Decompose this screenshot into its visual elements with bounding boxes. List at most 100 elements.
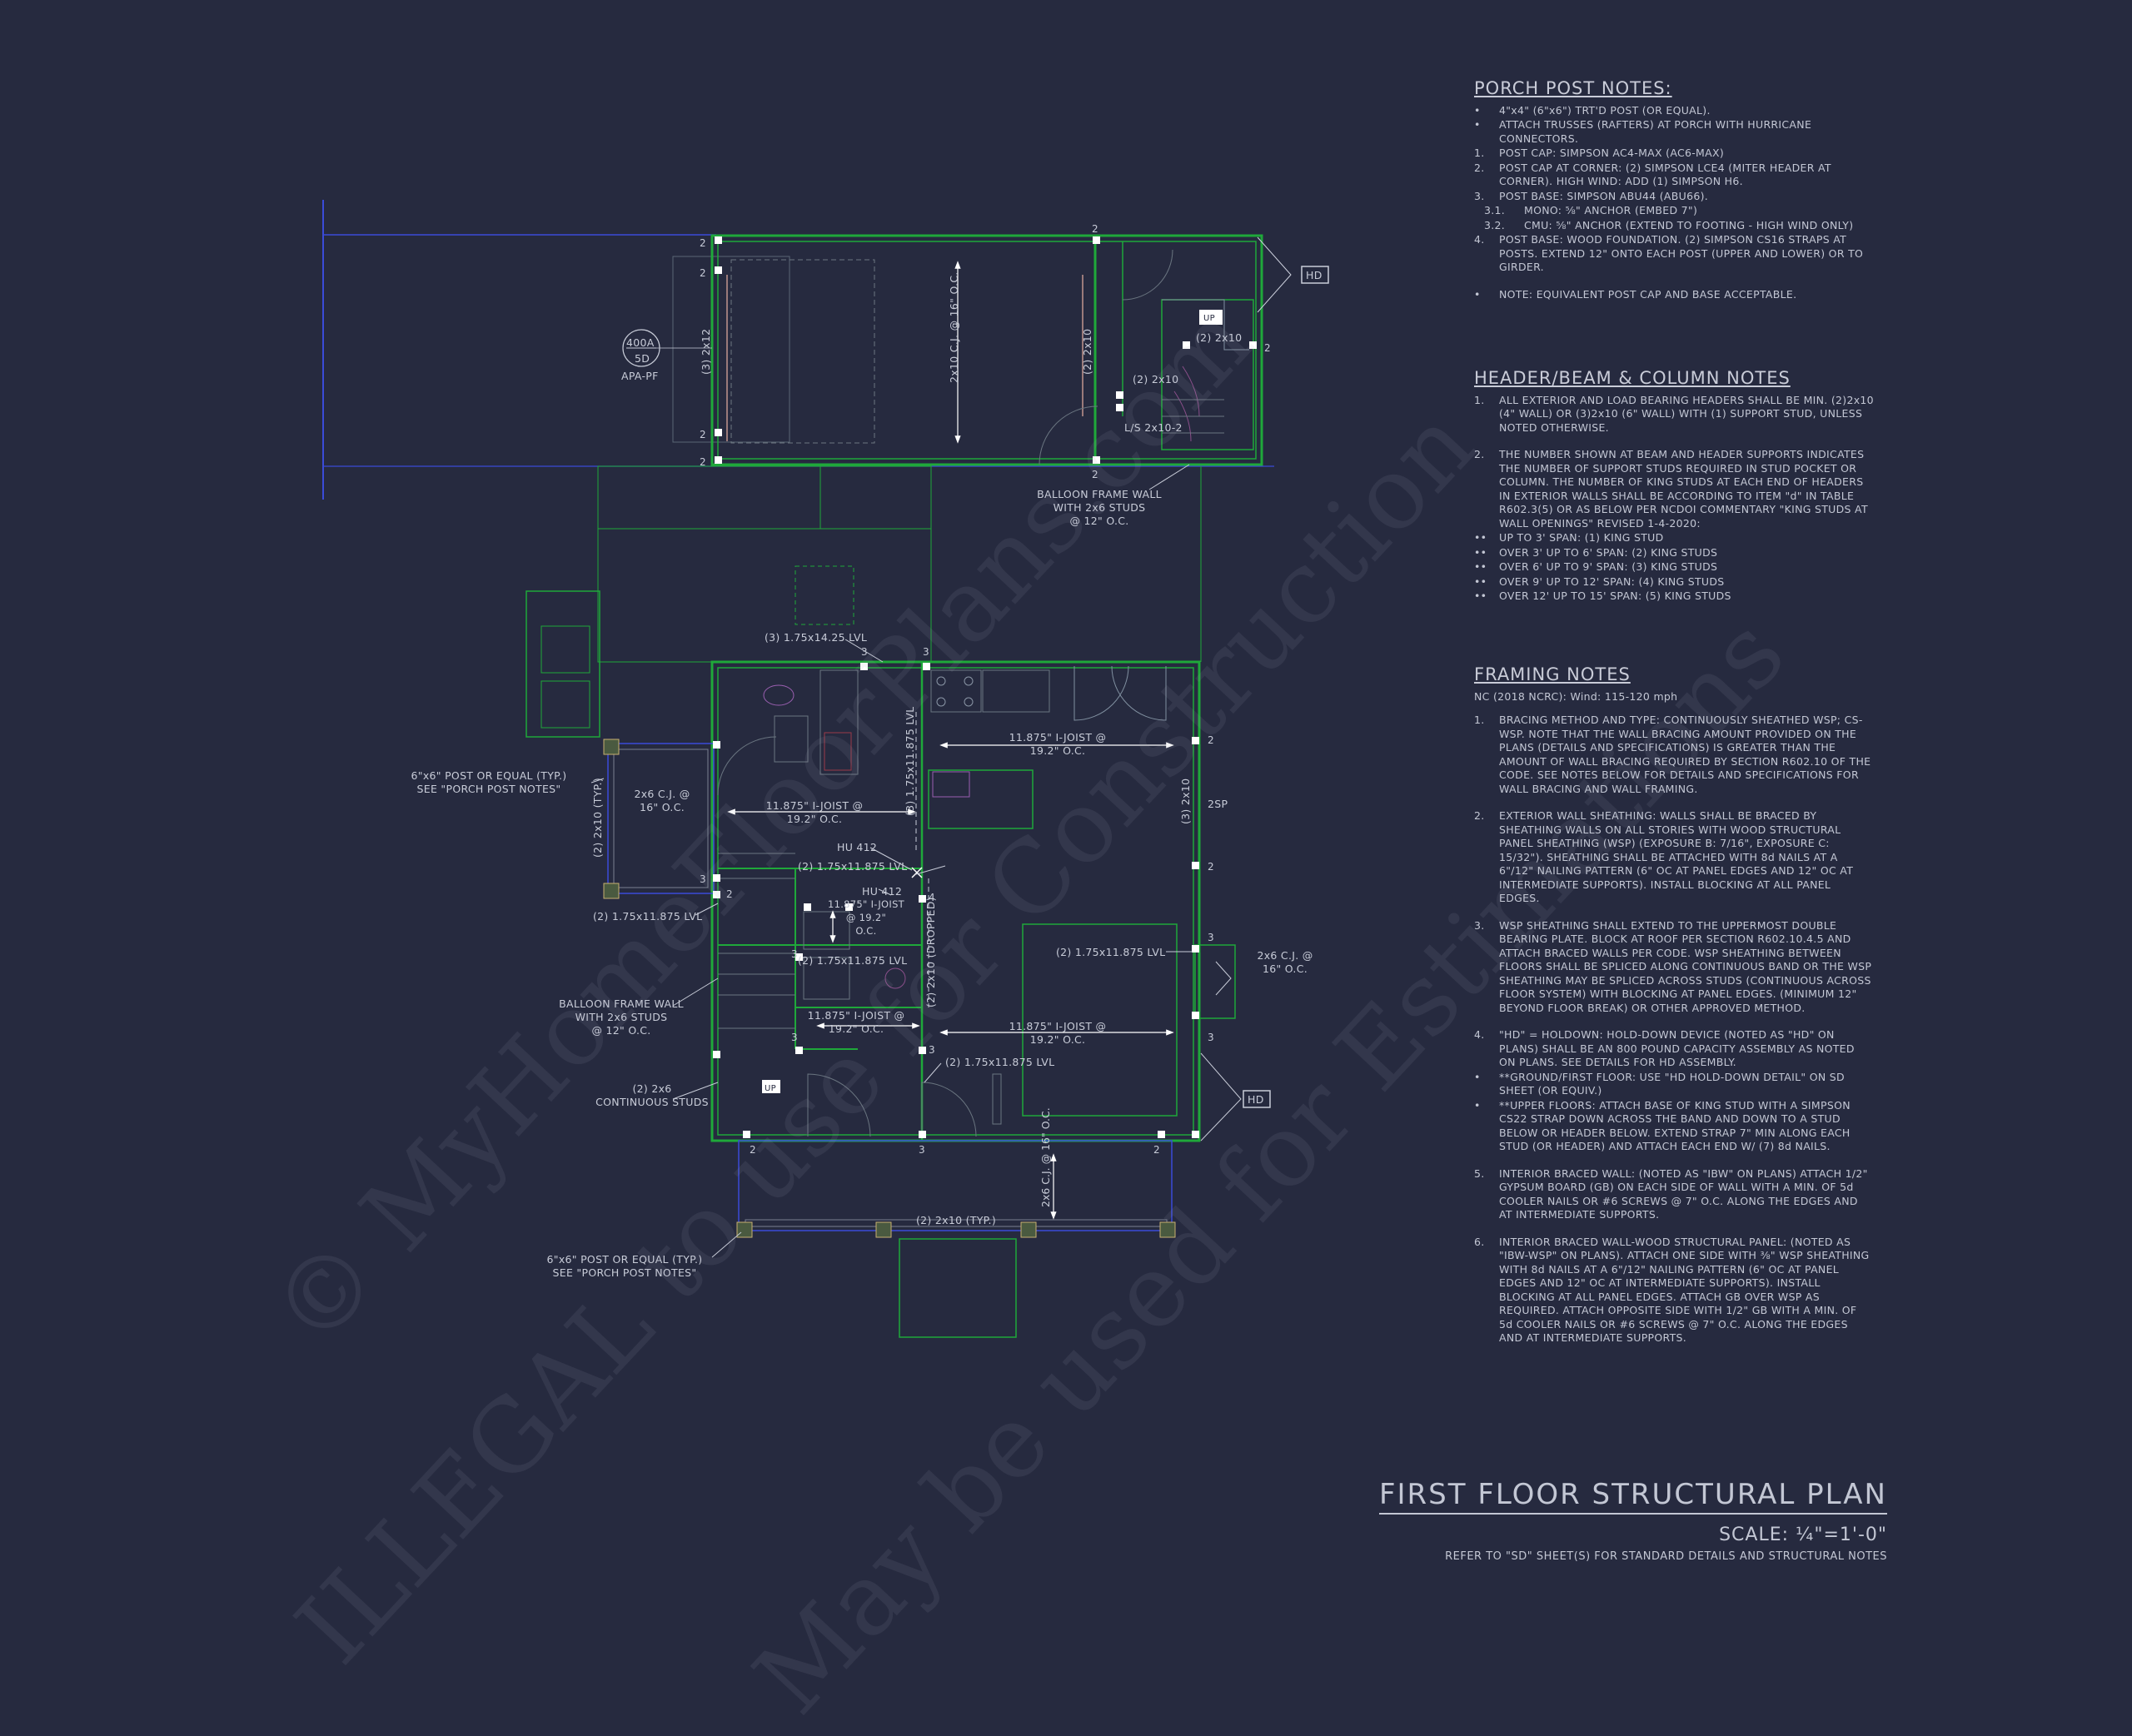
label-apa-top: 400A bbox=[626, 336, 655, 349]
note-marker: 3. bbox=[1474, 918, 1485, 932]
note-marker: 2. bbox=[1474, 448, 1485, 460]
svg-text:2: 2 bbox=[700, 429, 706, 440]
porch-post-notes-title: PORCH POST NOTES: bbox=[1474, 78, 1672, 98]
note-text: INTERIOR BRACED WALL-WOOD STRUCTURAL PAN… bbox=[1499, 1235, 1870, 1345]
note-item: 1.ALL EXTERIOR AND LOAD BEARING HEADERS … bbox=[1474, 394, 1874, 435]
title-block: FIRST FLOOR STRUCTURAL PLAN SCALE: ¼"=1'… bbox=[1378, 1478, 1887, 1563]
hd-tag-bottom: HD bbox=[1248, 1093, 1264, 1106]
note-marker: •• bbox=[1474, 575, 1487, 588]
note-item: • **GROUND/FIRST FLOOR: USE "HD HOLD-DOWN… bbox=[1474, 1071, 1874, 1098]
sheet-reference: REFER TO "SD" SHEET(S) FOR STANDARD DETA… bbox=[1445, 1550, 1887, 1563]
note-item: 1.POST CAP: SIMPSON AC4-MAX (AC6-MAX) bbox=[1474, 147, 1874, 161]
note-item: 6. INTERIOR BRACED WALL-WOOD STRUCTURAL P… bbox=[1474, 1236, 1874, 1346]
note-text: BRACING METHOD AND TYPE: CONTINUOUSLY SH… bbox=[1499, 714, 1871, 795]
sheet-title: FIRST FLOOR STRUCTURAL PLAN bbox=[1378, 1478, 1887, 1515]
note-text: ALL EXTERIOR AND LOAD BEARING HEADERS SH… bbox=[1499, 393, 1874, 434]
garage-wing bbox=[322, 200, 1329, 500]
header-beam-notes-title: HEADER/BEAM & COLUMN NOTES bbox=[1474, 368, 1791, 388]
svg-text:2: 2 bbox=[750, 1144, 756, 1156]
note-item: 2. POST CAP AT CORNER: (2) SIMPSON LCE4 (… bbox=[1474, 162, 1874, 189]
svg-text:2: 2 bbox=[726, 888, 733, 900]
note-item: ••OVER 9' UP TO 12' SPAN: (4) KING STUDS bbox=[1474, 575, 1874, 589]
svg-text:3: 3 bbox=[1208, 932, 1214, 943]
svg-text:2: 2 bbox=[700, 456, 706, 468]
note-marker: 2. bbox=[1474, 809, 1485, 822]
label-header-left: (2) 2x10 (TYP.) bbox=[591, 778, 604, 858]
label-apa-mid: 5D bbox=[635, 352, 650, 365]
svg-text:2: 2 bbox=[1092, 469, 1098, 480]
note-text: NOTE: EQUIVALENT POST CAP AND BASE ACCEP… bbox=[1499, 287, 1797, 301]
note-text: **GROUND/FIRST FLOOR: USE "HD HOLD-DOWN … bbox=[1499, 1070, 1845, 1097]
note-item: 4. POST BASE: WOOD FOUNDATION. (2) SIMPSO… bbox=[1474, 233, 1874, 275]
framing-notes-title: FRAMING NOTES bbox=[1474, 664, 1631, 684]
note-marker: 2. bbox=[1474, 161, 1485, 174]
note-text: **UPPER FLOORS: ATTACH BASE OF KING STUD… bbox=[1499, 1098, 1851, 1153]
note-marker: 3. bbox=[1474, 189, 1485, 202]
note-item: 3.2.CMU: ⅝" ANCHOR (EXTEND TO FOOTING - … bbox=[1474, 219, 1874, 233]
note-item: 2.THE NUMBER SHOWN AT BEAM AND HEADER SU… bbox=[1474, 448, 1874, 530]
note-marker: • bbox=[1474, 103, 1481, 117]
label-cj-porch: 2x6 C.J. @ 16" O.C. bbox=[1039, 1107, 1052, 1207]
sheet-scale: SCALE: ¼"=1'-0" bbox=[1719, 1525, 1887, 1545]
label-stair-beam: L/S 2x10-2 bbox=[1124, 421, 1183, 434]
note-text: MONO: ⅝" ANCHOR (EMBED 7") bbox=[1524, 204, 1698, 216]
note-text: CMU: ⅝" ANCHOR (EXTEND TO FOOTING - HIGH… bbox=[1524, 218, 1854, 231]
label-stair-header2: (2) 2x10 bbox=[1133, 373, 1178, 386]
note-text: EXTERIOR WALL SHEATHING: WALLS SHALL BE … bbox=[1499, 809, 1854, 904]
note-marker: •• bbox=[1474, 589, 1487, 602]
note-marker: • bbox=[1474, 1070, 1481, 1083]
note-item: ••UP TO 3' SPAN: (1) KING STUD bbox=[1474, 531, 1874, 545]
svg-text:3: 3 bbox=[700, 873, 706, 885]
note-text: 4"x4" (6"x6") TRT'D POST (OR EQUAL). bbox=[1499, 103, 1711, 117]
note-marker: • bbox=[1474, 1098, 1481, 1112]
label-garage-joist: 2x10 C.J. @ 16" O.C. bbox=[948, 271, 960, 383]
label-lvl-top: (3) 1.75x14.25 LVL bbox=[765, 631, 867, 644]
label-dropped: (2) 2x10 (DROPPED) bbox=[924, 897, 937, 1007]
note-text: POST CAP AT CORNER: (2) SIMPSON LCE4 (MI… bbox=[1499, 161, 1831, 188]
svg-text:3: 3 bbox=[929, 1044, 935, 1056]
note-marker: 5. bbox=[1474, 1166, 1485, 1180]
note-marker: 4. bbox=[1474, 233, 1485, 246]
note-text: INTERIOR BRACED WALL: (NOTED AS "IBW" ON… bbox=[1499, 1166, 1868, 1221]
label-lvl-left: (2) 1.75x11.875 LVL bbox=[593, 910, 702, 923]
svg-text:2: 2 bbox=[1153, 1144, 1160, 1156]
porch-post-notes: PORCH POST NOTES: • 4"x4" (6"x6") TRT'D P… bbox=[1474, 78, 1874, 302]
note-item: 3.POST BASE: SIMPSON ABU44 (ABU66). bbox=[1474, 190, 1874, 204]
label-up-top: UP bbox=[1203, 314, 1215, 323]
label-stair-header: (2) 2x10 bbox=[1196, 331, 1242, 344]
note-marker: 6. bbox=[1474, 1235, 1485, 1248]
label-cj-right: 2x6 C.J. @16" O.C. bbox=[1257, 949, 1313, 975]
note-text: OVER 12' UP TO 15' SPAN: (5) KING STUDS bbox=[1499, 589, 1731, 602]
svg-text:2: 2 bbox=[700, 237, 706, 249]
label-joist-top: 11.875" I-JOIST @19.2" O.C. bbox=[1009, 731, 1107, 757]
note-item: •• OVER 12' UP TO 15' SPAN: (5) KING STUD… bbox=[1474, 589, 1874, 604]
note-text: POST BASE: WOOD FOUNDATION. (2) SIMPSON … bbox=[1499, 233, 1864, 273]
note-item: 3.1.MONO: ⅝" ANCHOR (EMBED 7") bbox=[1474, 204, 1874, 218]
porches bbox=[603, 739, 1176, 1338]
note-marker: 1. bbox=[1474, 714, 1485, 726]
note-item: • **UPPER FLOORS: ATTACH BASE OF KING STU… bbox=[1474, 1099, 1874, 1154]
svg-text:3: 3 bbox=[791, 1032, 798, 1043]
header-beam-notes: HEADER/BEAM & COLUMN NOTES 1.ALL EXTERIO… bbox=[1474, 368, 1874, 604]
note-item: •ATTACH TRUSSES (RAFTERS) AT PORCH WITH … bbox=[1474, 118, 1874, 146]
note-item: 3. WSP SHEATHING SHALL EXTEND TO THE UPPE… bbox=[1474, 919, 1874, 1016]
label-joist-small: 11.875" I-JOIST @19.2" O.C. bbox=[808, 1009, 905, 1035]
label-lvl-vert: (3) 1.75x11.875 LVL bbox=[904, 707, 916, 816]
label-garage-header: (3) 2x12 bbox=[700, 329, 712, 375]
label-lvl-low: (2) 1.75x11.875 LVL bbox=[945, 1056, 1054, 1068]
support-posts bbox=[713, 236, 1257, 1138]
note-text: WSP SHEATHING SHALL EXTEND TO THE UPPERM… bbox=[1499, 918, 1872, 1014]
note-item: ••OVER 3' UP TO 6' SPAN: (2) KING STUDS bbox=[1474, 546, 1874, 560]
label-lvl-right: (2) 1.75x11.875 LVL bbox=[1056, 946, 1165, 958]
svg-text:3: 3 bbox=[923, 646, 929, 658]
svg-text:2: 2 bbox=[1208, 861, 1214, 873]
note-item: 5. INTERIOR BRACED WALL: (NOTED AS "IBW" … bbox=[1474, 1167, 1874, 1222]
svg-text:2: 2 bbox=[1208, 734, 1214, 746]
label-joist-low: 11.875" I-JOIST@ 19.2"O.C. bbox=[828, 898, 905, 937]
leader-lines bbox=[590, 464, 1193, 1258]
label-garage-header2: (2) 2x10 bbox=[1081, 329, 1093, 375]
